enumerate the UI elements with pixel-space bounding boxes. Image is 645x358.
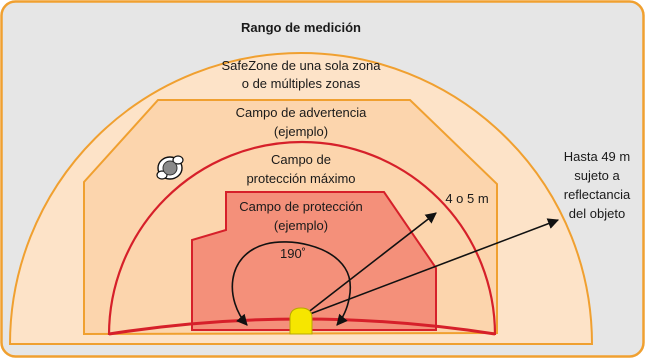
safezone-label-line1: SafeZone de una sola zona xyxy=(221,58,381,73)
angle-arc xyxy=(231,241,352,326)
person-top-view-icon xyxy=(156,155,184,180)
max-protection-field xyxy=(107,140,497,336)
short-distance-label: 4 o 5 m xyxy=(445,191,488,206)
scanner-icon xyxy=(289,307,313,335)
protection-field-zone xyxy=(191,191,437,331)
warning-field-label-line1: Campo de advertencia xyxy=(236,105,368,120)
arrow-long-range xyxy=(301,218,560,318)
protection-field-label-line2: (ejemplo) xyxy=(274,218,328,233)
safezone-label-line2: o de múltiples zonas xyxy=(242,76,361,91)
arrow-short-range xyxy=(301,212,437,318)
range-label-line1: Hasta 49 m xyxy=(564,149,630,164)
max-protection-label-line2: protección máximo xyxy=(246,171,355,186)
range-label-line3: reflectancia xyxy=(564,187,631,202)
angle-label: 190˚ xyxy=(280,246,306,261)
diagram-title: Rango de medición xyxy=(241,20,361,35)
warning-field-label-line2: (ejemplo) xyxy=(274,124,328,139)
range-label-line2: sujeto a xyxy=(574,168,620,183)
range-label-line4: del objeto xyxy=(569,206,625,221)
max-protection-label-line1: Campo de xyxy=(271,152,331,167)
protection-field-label-line1: Campo de protección xyxy=(239,199,363,214)
